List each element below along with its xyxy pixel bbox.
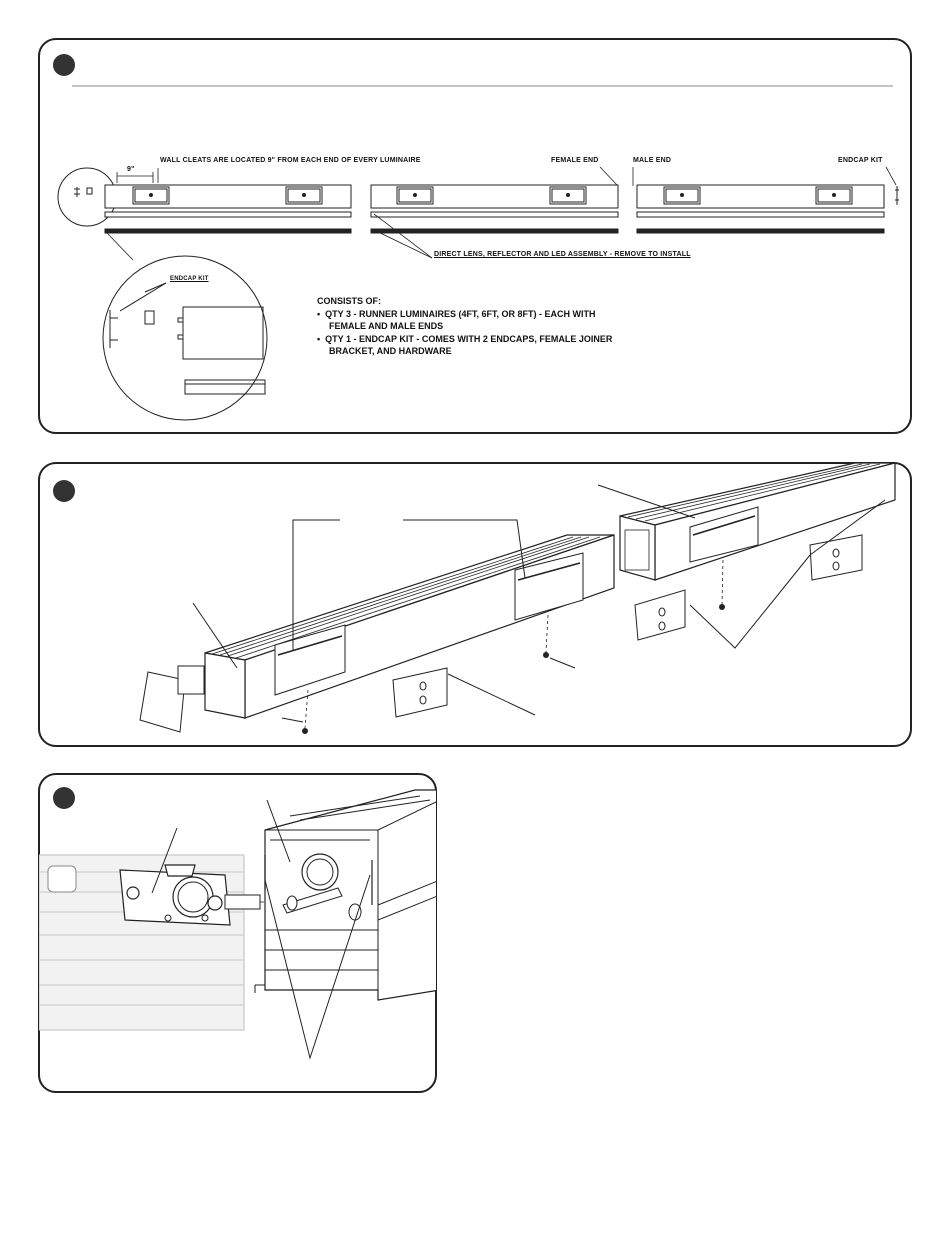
female-end-label: FEMALE END bbox=[551, 157, 599, 164]
detail-endcap-kit-label: ENDCAP KIT bbox=[170, 276, 209, 282]
step-1-number-dot bbox=[53, 54, 75, 76]
endcap-kit-label: ENDCAP KIT bbox=[838, 157, 883, 164]
bullet: • bbox=[317, 308, 321, 319]
step-2-number-dot bbox=[53, 480, 75, 502]
dimension-9in-label: 9" bbox=[127, 166, 135, 173]
consists-item-1-line-2: FEMALE AND MALE ENDS bbox=[329, 321, 444, 331]
step-3-number-dot bbox=[53, 787, 75, 809]
consists-item-1: • QTY 3 - RUNNER LUMINAIRES (4FT, 6FT, O… bbox=[317, 308, 612, 321]
consists-title: CONSISTS OF: bbox=[317, 296, 382, 306]
bullet: • bbox=[317, 333, 321, 344]
lens-note: DIRECT LENS, REFLECTOR AND LED ASSEMBLY … bbox=[434, 251, 691, 258]
consists-item-2-line-2: BRACKET, AND HARDWARE bbox=[329, 346, 452, 356]
consists-item-2: • QTY 1 - ENDCAP KIT - COMES WITH 2 ENDC… bbox=[317, 333, 612, 346]
step-3-panel bbox=[38, 773, 437, 1093]
consists-item-2-line-1: QTY 1 - ENDCAP KIT - COMES WITH 2 ENDCAP… bbox=[325, 333, 613, 344]
consists-item-1-line-1: QTY 3 - RUNNER LUMINAIRES (4FT, 6FT, OR … bbox=[325, 308, 596, 319]
male-end-label: MALE END bbox=[633, 157, 672, 164]
step-1-panel bbox=[38, 38, 912, 434]
wall-cleats-note: WALL CLEATS ARE LOCATED 9" FROM EACH END… bbox=[160, 157, 421, 164]
step-2-panel bbox=[38, 462, 912, 747]
consists-of-list: CONSISTS OF: • QTY 3 - RUNNER LUMINAIRES… bbox=[317, 295, 612, 358]
